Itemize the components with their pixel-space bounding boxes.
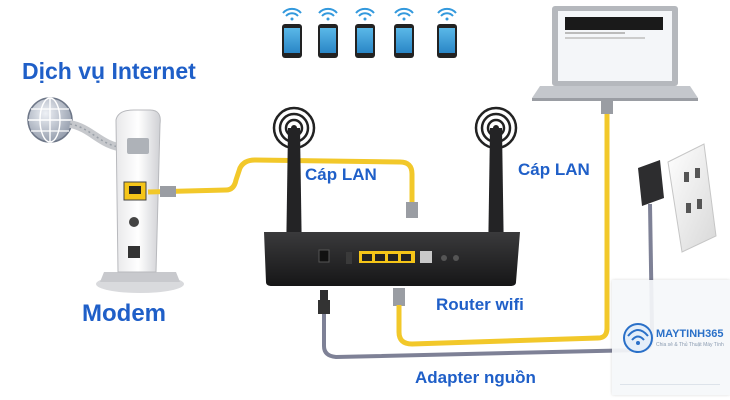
smartphone-icon xyxy=(318,7,338,58)
router-antenna-right xyxy=(474,106,518,262)
rj45-plug xyxy=(406,202,418,218)
lan-cable-label-left: Cáp LAN xyxy=(305,165,377,184)
router-device xyxy=(264,232,520,286)
laptop-icon xyxy=(532,6,698,101)
lan-cable-router-laptop xyxy=(396,305,610,347)
smartphone-icon xyxy=(282,7,302,58)
wall-outlet-icon xyxy=(667,143,717,253)
power-adapter-label: Adapter nguồn xyxy=(415,368,536,387)
router-lan-ports xyxy=(359,251,415,263)
rj45-plug xyxy=(393,288,405,306)
smartphone-icons xyxy=(282,7,457,58)
router-wifi-label: Router wifi xyxy=(436,295,524,314)
power-adapter-icon xyxy=(638,160,664,206)
rj45-plug xyxy=(601,100,613,114)
brand-logo-card: MAYTINH365 Chia sẻ & Thủ Thuật Máy Tính xyxy=(612,280,730,395)
internet-service-label: Dịch vụ Internet xyxy=(22,58,196,84)
logo-tagline-text: Chia sẻ & Thủ Thuật Máy Tính xyxy=(656,342,724,348)
smartphone-icon xyxy=(437,7,457,58)
lan-cable-modem-router xyxy=(147,157,415,212)
modem-device xyxy=(96,109,184,293)
smartphone-icon xyxy=(394,7,414,58)
logo-brand-text: MAYTINH365 xyxy=(656,328,724,340)
lan-cable-label-right: Cáp LAN xyxy=(518,160,590,179)
globe-icon xyxy=(27,97,73,143)
rj45-plug xyxy=(160,186,176,197)
router-antenna-left xyxy=(272,106,316,262)
smartphone-icon xyxy=(355,7,375,58)
logo-emblem-icon xyxy=(620,323,720,385)
modem-label: Modem xyxy=(82,300,166,327)
